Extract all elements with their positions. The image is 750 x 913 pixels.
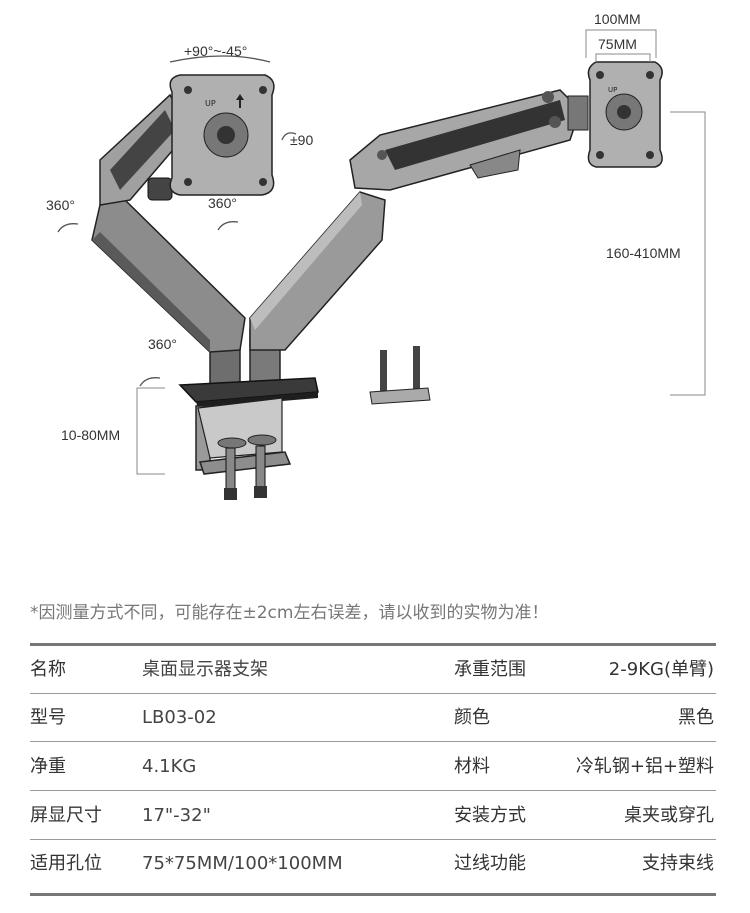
row-divider: [30, 693, 716, 694]
rotation-arrows: [57, 55, 297, 387]
desk-clamp: [195, 397, 292, 500]
rotate-label: ±90: [290, 132, 314, 148]
table-bottom-rule: [30, 893, 716, 896]
spec-key: 净重: [30, 756, 66, 777]
spec-key: 承重范围: [454, 659, 526, 680]
svg-text:UP: UP: [608, 86, 617, 94]
spec-value: 桌夹或穿孔: [624, 805, 714, 826]
base-plate: [178, 377, 319, 408]
table-top-rule: [30, 643, 716, 646]
dimension-lines: [136, 29, 706, 475]
row-divider: [30, 839, 716, 840]
table-row: 适用孔位 75*75MM/100*100MM 过线功能 支持束线: [30, 840, 716, 888]
swivel-mid-label: 360°: [208, 195, 237, 211]
spec-value: 黑色: [678, 707, 714, 728]
row-divider: [30, 741, 716, 742]
spec-value: 支持束线: [642, 853, 714, 874]
spec-value: 4.1KG: [142, 756, 197, 777]
swivel-left-label: 360°: [46, 197, 75, 213]
vesa-inner-label: 75MM: [598, 36, 637, 52]
right-arm: [249, 89, 589, 351]
spec-key: 颜色: [454, 707, 490, 728]
spec-value: 冷轧钢+铝+塑料: [575, 756, 714, 777]
clamp-range-label: 10-80MM: [61, 427, 121, 443]
spec-key: 材料: [454, 756, 490, 777]
spec-key: 安装方式: [454, 805, 526, 826]
measurement-note: *因测量方式不同，可能存在±2cm左右误差，请以收到的实物为准！: [30, 603, 549, 623]
bolt-kit: [369, 346, 431, 405]
table-row: 型号 LB03-02 颜色 黑色: [30, 694, 716, 742]
spec-key: 屏显尺寸: [30, 805, 102, 826]
spec-key: 过线功能: [454, 853, 526, 874]
spec-key: 名称: [30, 659, 66, 680]
left-arm: [91, 93, 246, 353]
swivel-base-label: 360°: [148, 336, 177, 352]
row-divider: [30, 790, 716, 791]
spec-value: 桌面显示器支架: [142, 659, 268, 680]
svg-text:UP: UP: [205, 99, 216, 108]
product-illustration: UP UP: [57, 29, 706, 500]
spec-key: 适用孔位: [30, 853, 102, 874]
height-range-label: 160-410MM: [606, 245, 681, 261]
right-vesa-plate: UP: [587, 61, 663, 168]
vesa-outer-label: 100MM: [594, 11, 641, 27]
table-row: 名称 桌面显示器支架 承重范围 2-9KG(单臂): [30, 646, 716, 694]
table-row: 净重 4.1KG 材料 冷轧钢+铝+塑料: [30, 743, 716, 791]
spec-key: 型号: [30, 707, 66, 728]
spec-value: 2-9KG(单臂): [608, 659, 714, 680]
spec-value: LB03-02: [142, 707, 217, 728]
spec-value: 17"-32": [142, 805, 211, 826]
left-vesa-plate: UP: [169, 74, 275, 196]
table-row: 屏显尺寸 17"-32" 安装方式 桌夹或穿孔: [30, 792, 716, 840]
tilt-label: +90°~-45°: [184, 43, 248, 59]
spec-value: 75*75MM/100*100MM: [142, 853, 343, 874]
dual-monitor-arm-drawing: UP UP: [57, 29, 706, 500]
